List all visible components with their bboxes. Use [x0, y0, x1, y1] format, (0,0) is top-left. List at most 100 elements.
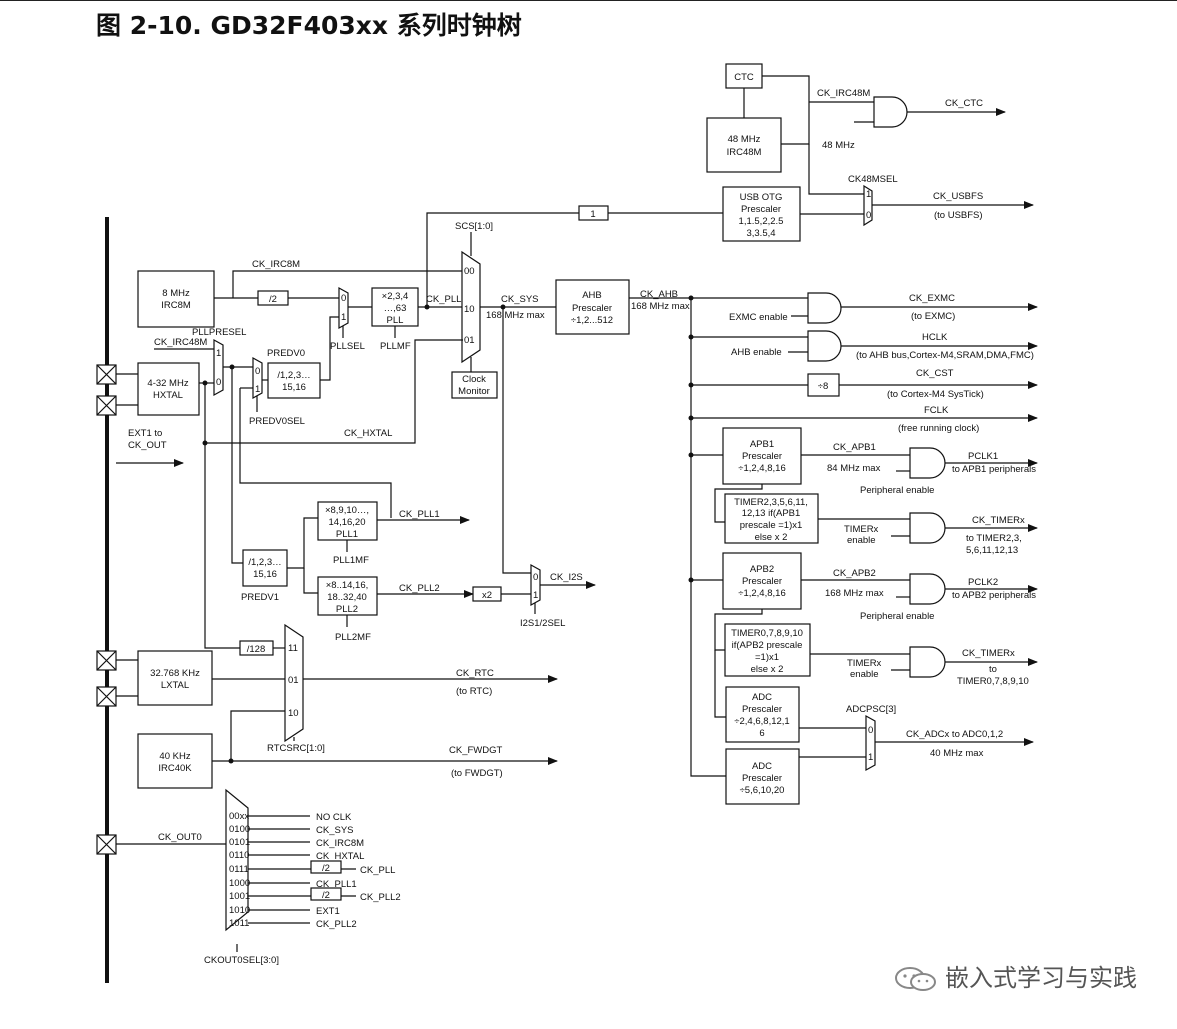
irc48m-block [706, 117, 782, 173]
scs-mux [461, 250, 481, 364]
timerx1-en-b: enable [847, 535, 876, 546]
ck-ahb-freq: 168 MHz max [631, 301, 690, 312]
clock-monitor-l2: Monitor [458, 386, 490, 397]
usbotg-l4: 3,3.5,4 [746, 228, 775, 239]
ckout0sel-mux [225, 788, 249, 932]
pllsel-in0: 0 [341, 293, 346, 304]
apb1-l3: ÷1,2,4,8,16 [738, 463, 785, 474]
pll2-l1: ×8..14,16, [326, 580, 369, 591]
ckout-code: 0101 [229, 837, 250, 848]
ckout-pll-div2-label: /2 [322, 863, 330, 874]
rtcsrc-mux [284, 623, 304, 743]
ck-hxtal-label: CK_HXTAL [344, 428, 392, 439]
predv1-block [242, 549, 288, 587]
timerx2-en-b: enable [850, 669, 879, 680]
apb2-prescaler-block [722, 552, 802, 610]
apb2-l2: Prescaler [742, 576, 782, 587]
ck-irc48m-left-label: CK_IRC48M [154, 337, 207, 348]
exmc-and-gate [807, 292, 842, 324]
hxtal-name: HXTAL [153, 390, 183, 401]
ck-sys-freq: 168 MHz max [486, 310, 545, 321]
rtc-in01: 01 [288, 675, 299, 686]
top-rule [0, 0, 1177, 1]
to-apb1-label: to APB1 peripherals [952, 464, 1036, 475]
to-apb2-label: to APB2 peripherals [952, 590, 1036, 601]
ck-timerx1-label: CK_TIMERx [972, 515, 1025, 526]
ctc-label: CTC [734, 72, 754, 83]
adc2-l3: ÷5,6,10,20 [740, 785, 785, 796]
to-t2-b: TIMER0,7,8,9,10 [957, 676, 1029, 687]
t2-l2: if(APB2 prescale [732, 640, 803, 651]
pclk2-and-gate [909, 573, 946, 605]
i2s-in0: 0 [533, 572, 538, 583]
hclk-label: HCLK [922, 332, 948, 343]
ck-fwdgt-label: CK_FWDGT [449, 745, 503, 756]
t2-l3: =1)x1 [755, 652, 779, 663]
predv1-l2: 15,16 [253, 569, 277, 580]
predv1-l1: /1,2,3… [248, 557, 281, 568]
ck-out-label: CK_OUT [128, 440, 167, 451]
ahb-l3: ÷1,2...512 [571, 315, 613, 326]
ahb-prescaler-block [555, 279, 630, 335]
t1-l4: else x 2 [755, 532, 788, 543]
ck-timerx2-label: CK_TIMERx [962, 648, 1015, 659]
ctc-and-gate [873, 96, 908, 128]
apb1-freq: 84 MHz max [827, 463, 881, 474]
predv0-label: PREDV0 [267, 348, 305, 359]
predv0-l2: 15,16 [282, 382, 306, 393]
irc40k-block [137, 733, 213, 789]
t1-l3: prescale =1)x1 [740, 520, 803, 531]
lxtal-freq: 32.768 KHz [150, 668, 200, 679]
ckout-source: NO CLK [316, 812, 352, 823]
usbotg-l2: Prescaler [741, 204, 781, 215]
wechat-icon [895, 967, 936, 991]
ahb-and-gate [807, 330, 842, 362]
periph-enable1-label: Peripheral enable [860, 485, 934, 496]
pclk1-and-gate [909, 447, 946, 479]
i2ssel-label: I2S1/2SEL [520, 618, 565, 629]
ext1-label: EXT1 to [128, 428, 162, 439]
pll2-l2: 18..32,40 [327, 592, 367, 603]
apb2-freq: 168 MHz max [825, 588, 884, 599]
to-systick-label: (to Cortex-M4 SysTick) [887, 389, 984, 400]
ckout-source: EXT1 [316, 906, 340, 917]
pllpresel-label: PLLPRESEL [192, 327, 246, 338]
adc1-l3: ÷2,4,6,8,12,1 [734, 716, 789, 727]
t2-l1: TIMER0,7,8,9,10 [731, 628, 803, 639]
timerx2-and-gate [909, 646, 946, 678]
usbotg-l3: 1,1.5,2,2.5 [739, 216, 784, 227]
pllsel-mux [338, 286, 349, 330]
ckout-pll2-div2-label: /2 [322, 890, 330, 901]
pclk2-label: PCLK2 [968, 577, 998, 588]
mhz48-label: 48 MHz [822, 140, 855, 151]
pllpresel-mux [213, 338, 224, 397]
fclk-label: FCLK [924, 405, 949, 416]
irc48m-name: IRC48M [727, 147, 762, 158]
pll-l2: …,63 [384, 303, 407, 314]
irc40k-freq: 40 KHz [159, 751, 190, 762]
predv0-l1: /1,2,3… [277, 370, 310, 381]
ckout-source: CK_PLL2 [316, 919, 357, 930]
adc-in0: 0 [868, 725, 873, 736]
ck-adcx-label: CK_ADCx to ADC0,1,2 [906, 729, 1003, 740]
ck-apb1-label: CK_APB1 [833, 442, 876, 453]
ck-out0-label: CK_OUT0 [158, 832, 202, 843]
adc1-l4: 6 [759, 728, 764, 739]
to-exmc-label: (to EXMC) [911, 311, 955, 322]
adc1-l1: ADC [752, 692, 772, 703]
irc48m-freq: 48 MHz [728, 134, 761, 145]
pllsel-in1: 1 [341, 312, 346, 323]
pllpre-in1: 1 [216, 348, 221, 359]
adc-freq: 40 MHz max [930, 748, 984, 759]
timerx1-en-a: TIMERx [844, 524, 879, 535]
ckout-pll-div2-box [310, 860, 342, 874]
ahb-enable-label: AHB enable [731, 347, 782, 358]
pin-osc-in [96, 364, 117, 385]
ck-sys-label: CK_SYS [501, 294, 539, 305]
ckout0sel-label: CKOUT0SEL[3:0] [204, 955, 279, 966]
ckout-code: 00xx [229, 811, 249, 822]
adc2-l1: ADC [752, 761, 772, 772]
ck-ahb-label: CK_AHB [640, 289, 678, 300]
